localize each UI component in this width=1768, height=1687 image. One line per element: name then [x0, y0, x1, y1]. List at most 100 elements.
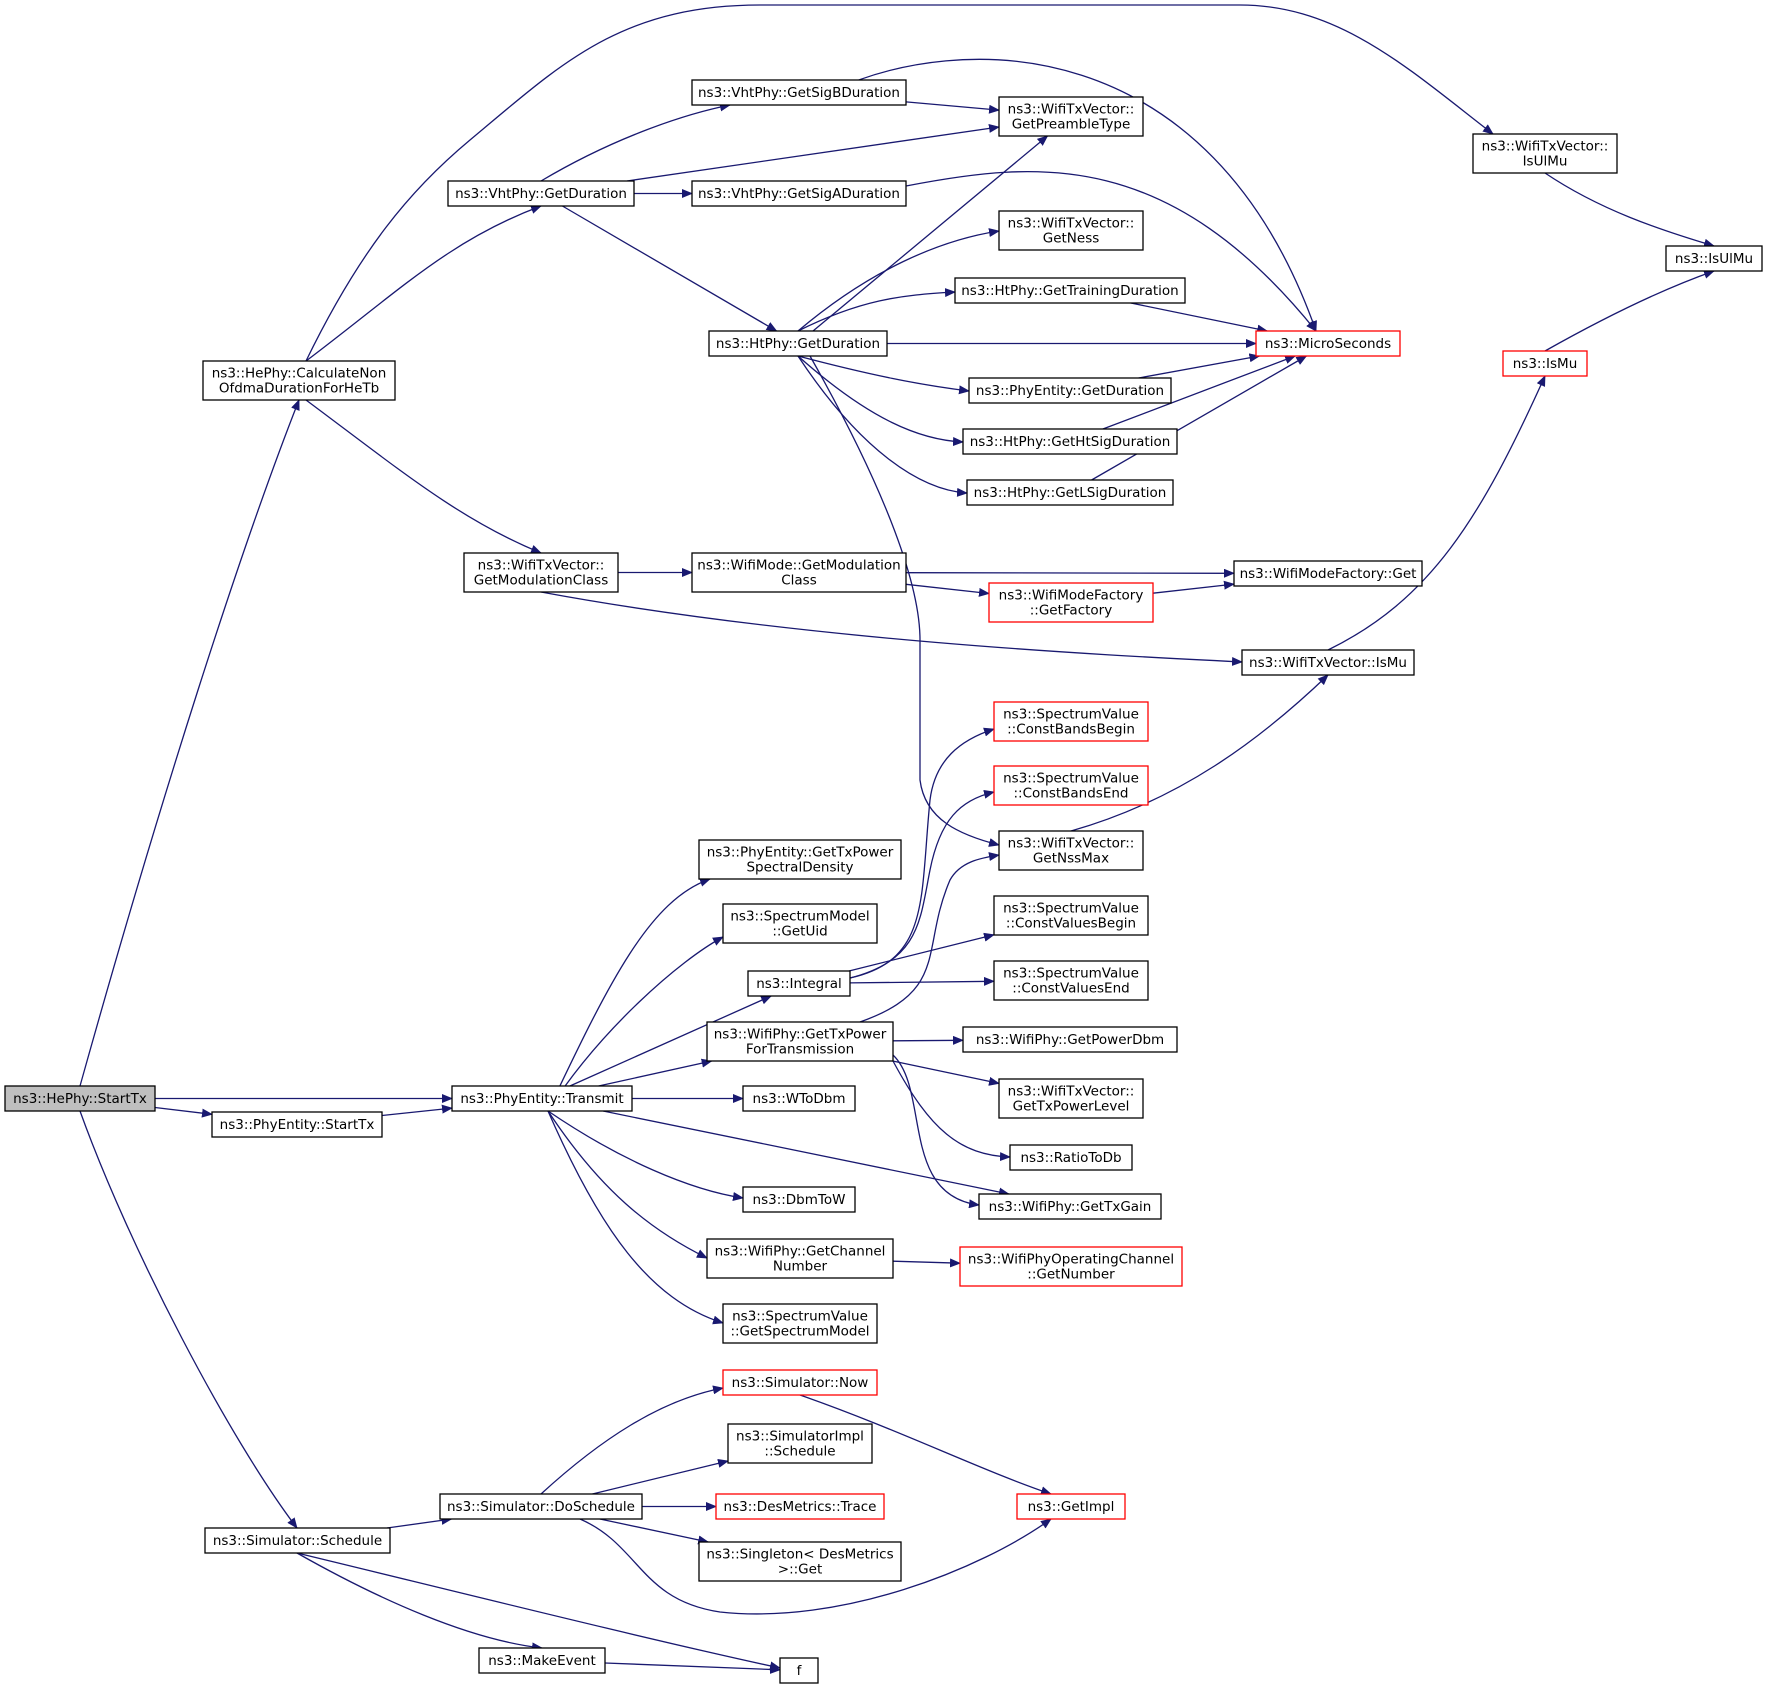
node-box — [463, 552, 619, 593]
edge-n4-to-n7 — [386, 1515, 453, 1529]
node-label: ns3::SpectrumValue — [732, 1309, 868, 1325]
graph-node[interactable]: ns3::WifiTxVector::GetNess — [998, 210, 1144, 251]
node-box — [742, 1085, 856, 1112]
graph-node[interactable]: ns3::DbmToW — [742, 1186, 856, 1213]
graph-node[interactable]: ns3::WToDbm — [742, 1085, 856, 1112]
edge-n29-to-n44 — [1138, 353, 1261, 379]
edge-n12-to-n32 — [905, 583, 990, 597]
node-box — [993, 765, 1149, 806]
node-box — [954, 277, 1186, 304]
graph-node[interactable]: ns3::MakeEvent — [478, 1647, 606, 1674]
graph-node[interactable]: ns3::PhyEntity::GetTxPowerSpectralDensit… — [698, 839, 902, 880]
graph-node[interactable]: ns3::WifiPhy::GetTxGain — [978, 1193, 1162, 1220]
graph-node[interactable]: ns3::WifiTxVector::GetTxPowerLevel — [998, 1078, 1144, 1119]
graph-node[interactable]: ns3::Integral — [747, 970, 851, 997]
graph-node[interactable]: ns3::SpectrumModel::GetUid — [722, 903, 878, 944]
edge-n3-to-n20 — [547, 1110, 724, 1325]
node-label: ns3::WifiTxVector:: — [1008, 102, 1135, 118]
edge-n6-to-n46 — [540, 591, 1243, 667]
graph-node[interactable]: ns3::RatioToDb — [1009, 1144, 1133, 1171]
graph-node[interactable]: ns3::SpectrumValue::ConstBandsEnd — [993, 765, 1149, 806]
edge-n47-to-n49 — [1544, 172, 1715, 248]
graph-node[interactable]: ns3::WifiTxVector::IsUlMu — [1472, 133, 1618, 174]
node-box — [779, 1657, 819, 1684]
graph-node[interactable]: ns3::WifiTxVector::GetModulationClass — [463, 552, 619, 593]
graph-node[interactable]: ns3::WifiPhy::GetPowerDbm — [962, 1026, 1178, 1053]
graph-node[interactable]: ns3::SpectrumValue::ConstValuesEnd — [993, 960, 1149, 1001]
node-label: >::Get — [778, 1562, 822, 1578]
edge-n4-to-n8 — [296, 1552, 543, 1652]
edge-n15-to-n36 — [848, 932, 995, 972]
graph-node[interactable]: ns3::VhtPhy::GetSigADuration — [691, 180, 907, 207]
graph-node[interactable]: ns3::WifiModeFactory::Get — [1233, 560, 1423, 587]
node-box — [727, 1423, 873, 1464]
edge-n3-to-n19 — [547, 1110, 708, 1259]
edge-n21-to-n43 — [799, 1394, 1052, 1496]
graph-node[interactable]: ns3::PhyEntity::GetDuration — [968, 377, 1172, 404]
graph-node[interactable]: ns3::WifiModeFactory::GetFactory — [988, 582, 1154, 623]
graph-node[interactable]: ns3::IsMu — [1502, 350, 1588, 377]
graph-node[interactable]: ns3::WifiTxVector::IsMu — [1241, 649, 1415, 676]
graph-node[interactable]: ns3::GetImpl — [1016, 1493, 1126, 1520]
graph-node[interactable]: ns3::Simulator::Now — [722, 1369, 878, 1396]
edge-n11-to-n35 — [809, 355, 1000, 847]
edge-n9-to-n26 — [905, 101, 1000, 114]
edge-n16-to-n39 — [892, 1060, 1000, 1086]
edge-n1-to-n6 — [305, 399, 542, 554]
node-label: ns3::Simulator::Now — [732, 1375, 869, 1391]
node-label: ns3::WifiModeFactory — [999, 588, 1144, 604]
graph-node[interactable]: ns3::Simulator::DoSchedule — [439, 1493, 643, 1520]
graph-node[interactable]: ns3::VhtPhy::GetSigBDuration — [691, 79, 907, 106]
node-box — [959, 1246, 1183, 1287]
node-label: ns3::HePhy::StartTx — [13, 1091, 147, 1107]
graph-node[interactable]: ns3::MicroSeconds — [1255, 330, 1401, 357]
graph-node[interactable]: ns3::Simulator::Schedule — [204, 1527, 391, 1554]
graph-node[interactable]: ns3::IsUlMu — [1665, 245, 1763, 272]
graph-node[interactable]: ns3::PhyEntity::StartTx — [211, 1111, 383, 1138]
graph-node[interactable]: ns3::WifiPhyOperatingChannel::GetNumber — [959, 1246, 1183, 1287]
node-label: ns3::WifiPhy::GetChannel — [715, 1244, 886, 1260]
graph-node[interactable]: ns3::Singleton< DesMetrics>::Get — [698, 1541, 902, 1582]
edge-n11-to-n26 — [812, 135, 1049, 332]
graph-node[interactable]: ns3::WifiMode::GetModulationClass — [691, 552, 907, 593]
graph-node[interactable]: ns3::HtPhy::GetTrainingDuration — [954, 277, 1186, 304]
graph-node[interactable]: f — [779, 1657, 819, 1684]
edge-n10-to-n44 — [905, 170, 1317, 332]
node-box — [962, 428, 1178, 455]
edge-n30-to-n44 — [1102, 355, 1297, 430]
node-label: ns3::VhtPhy::GetSigBDuration — [698, 85, 900, 101]
edge-n46-to-n48 — [1327, 375, 1546, 651]
node-label: ::ConstValuesBegin — [1006, 916, 1136, 932]
edge-n32-to-n45 — [1152, 580, 1235, 594]
node-label: ns3::WifiModeFactory::Get — [1240, 566, 1417, 582]
edge-n11-to-n31 — [797, 355, 968, 497]
node-box — [968, 377, 1172, 404]
graph-node[interactable]: ns3::SpectrumValue::ConstBandsBegin — [993, 701, 1149, 742]
node-label: ns3::PhyEntity::StartTx — [220, 1117, 375, 1133]
graph-node[interactable]: ns3::SpectrumValue::ConstValuesBegin — [993, 895, 1149, 936]
graph-node[interactable]: ns3::HtPhy::GetHtSigDuration — [962, 428, 1178, 455]
graph-node[interactable]: ns3::WifiTxVector::GetPreambleType — [998, 96, 1144, 137]
graph-node[interactable]: ns3::HePhy::CalculateNonOfdmaDurationFor… — [202, 360, 396, 401]
edge-n12-to-n45 — [905, 568, 1235, 578]
graph-node[interactable]: ns3::PhyEntity::Transmit — [451, 1085, 633, 1112]
edge-n16-to-n35 — [859, 852, 1000, 1023]
graph-node[interactable]: ns3::HePhy::StartTx — [4, 1085, 156, 1112]
graph-node[interactable]: ns3::VhtPhy::GetDuration — [447, 180, 635, 207]
edge-n3-to-n16 — [598, 1058, 713, 1087]
graph-node[interactable]: ns3::WifiTxVector::GetNssMax — [998, 830, 1144, 871]
graph-node[interactable]: ns3::SimulatorImpl::Schedule — [727, 1423, 873, 1464]
graph-node[interactable]: ns3::HtPhy::GetDuration — [708, 330, 888, 357]
node-label: ns3::DbmToW — [753, 1192, 846, 1208]
node-label: ns3::SimulatorImpl — [736, 1429, 864, 1445]
node-box — [722, 1303, 878, 1344]
graph-node[interactable]: ns3::DesMetrics::Trace — [715, 1493, 885, 1520]
graph-node[interactable]: ns3::HtPhy::GetLSigDuration — [966, 479, 1174, 506]
edge-n3-to-n41 — [602, 1110, 1010, 1197]
node-box — [993, 960, 1149, 1001]
graph-node[interactable]: ns3::SpectrumValue::GetSpectrumModel — [722, 1303, 878, 1344]
node-box — [1502, 350, 1588, 377]
node-label: ns3::WifiTxVector:: — [478, 558, 605, 574]
